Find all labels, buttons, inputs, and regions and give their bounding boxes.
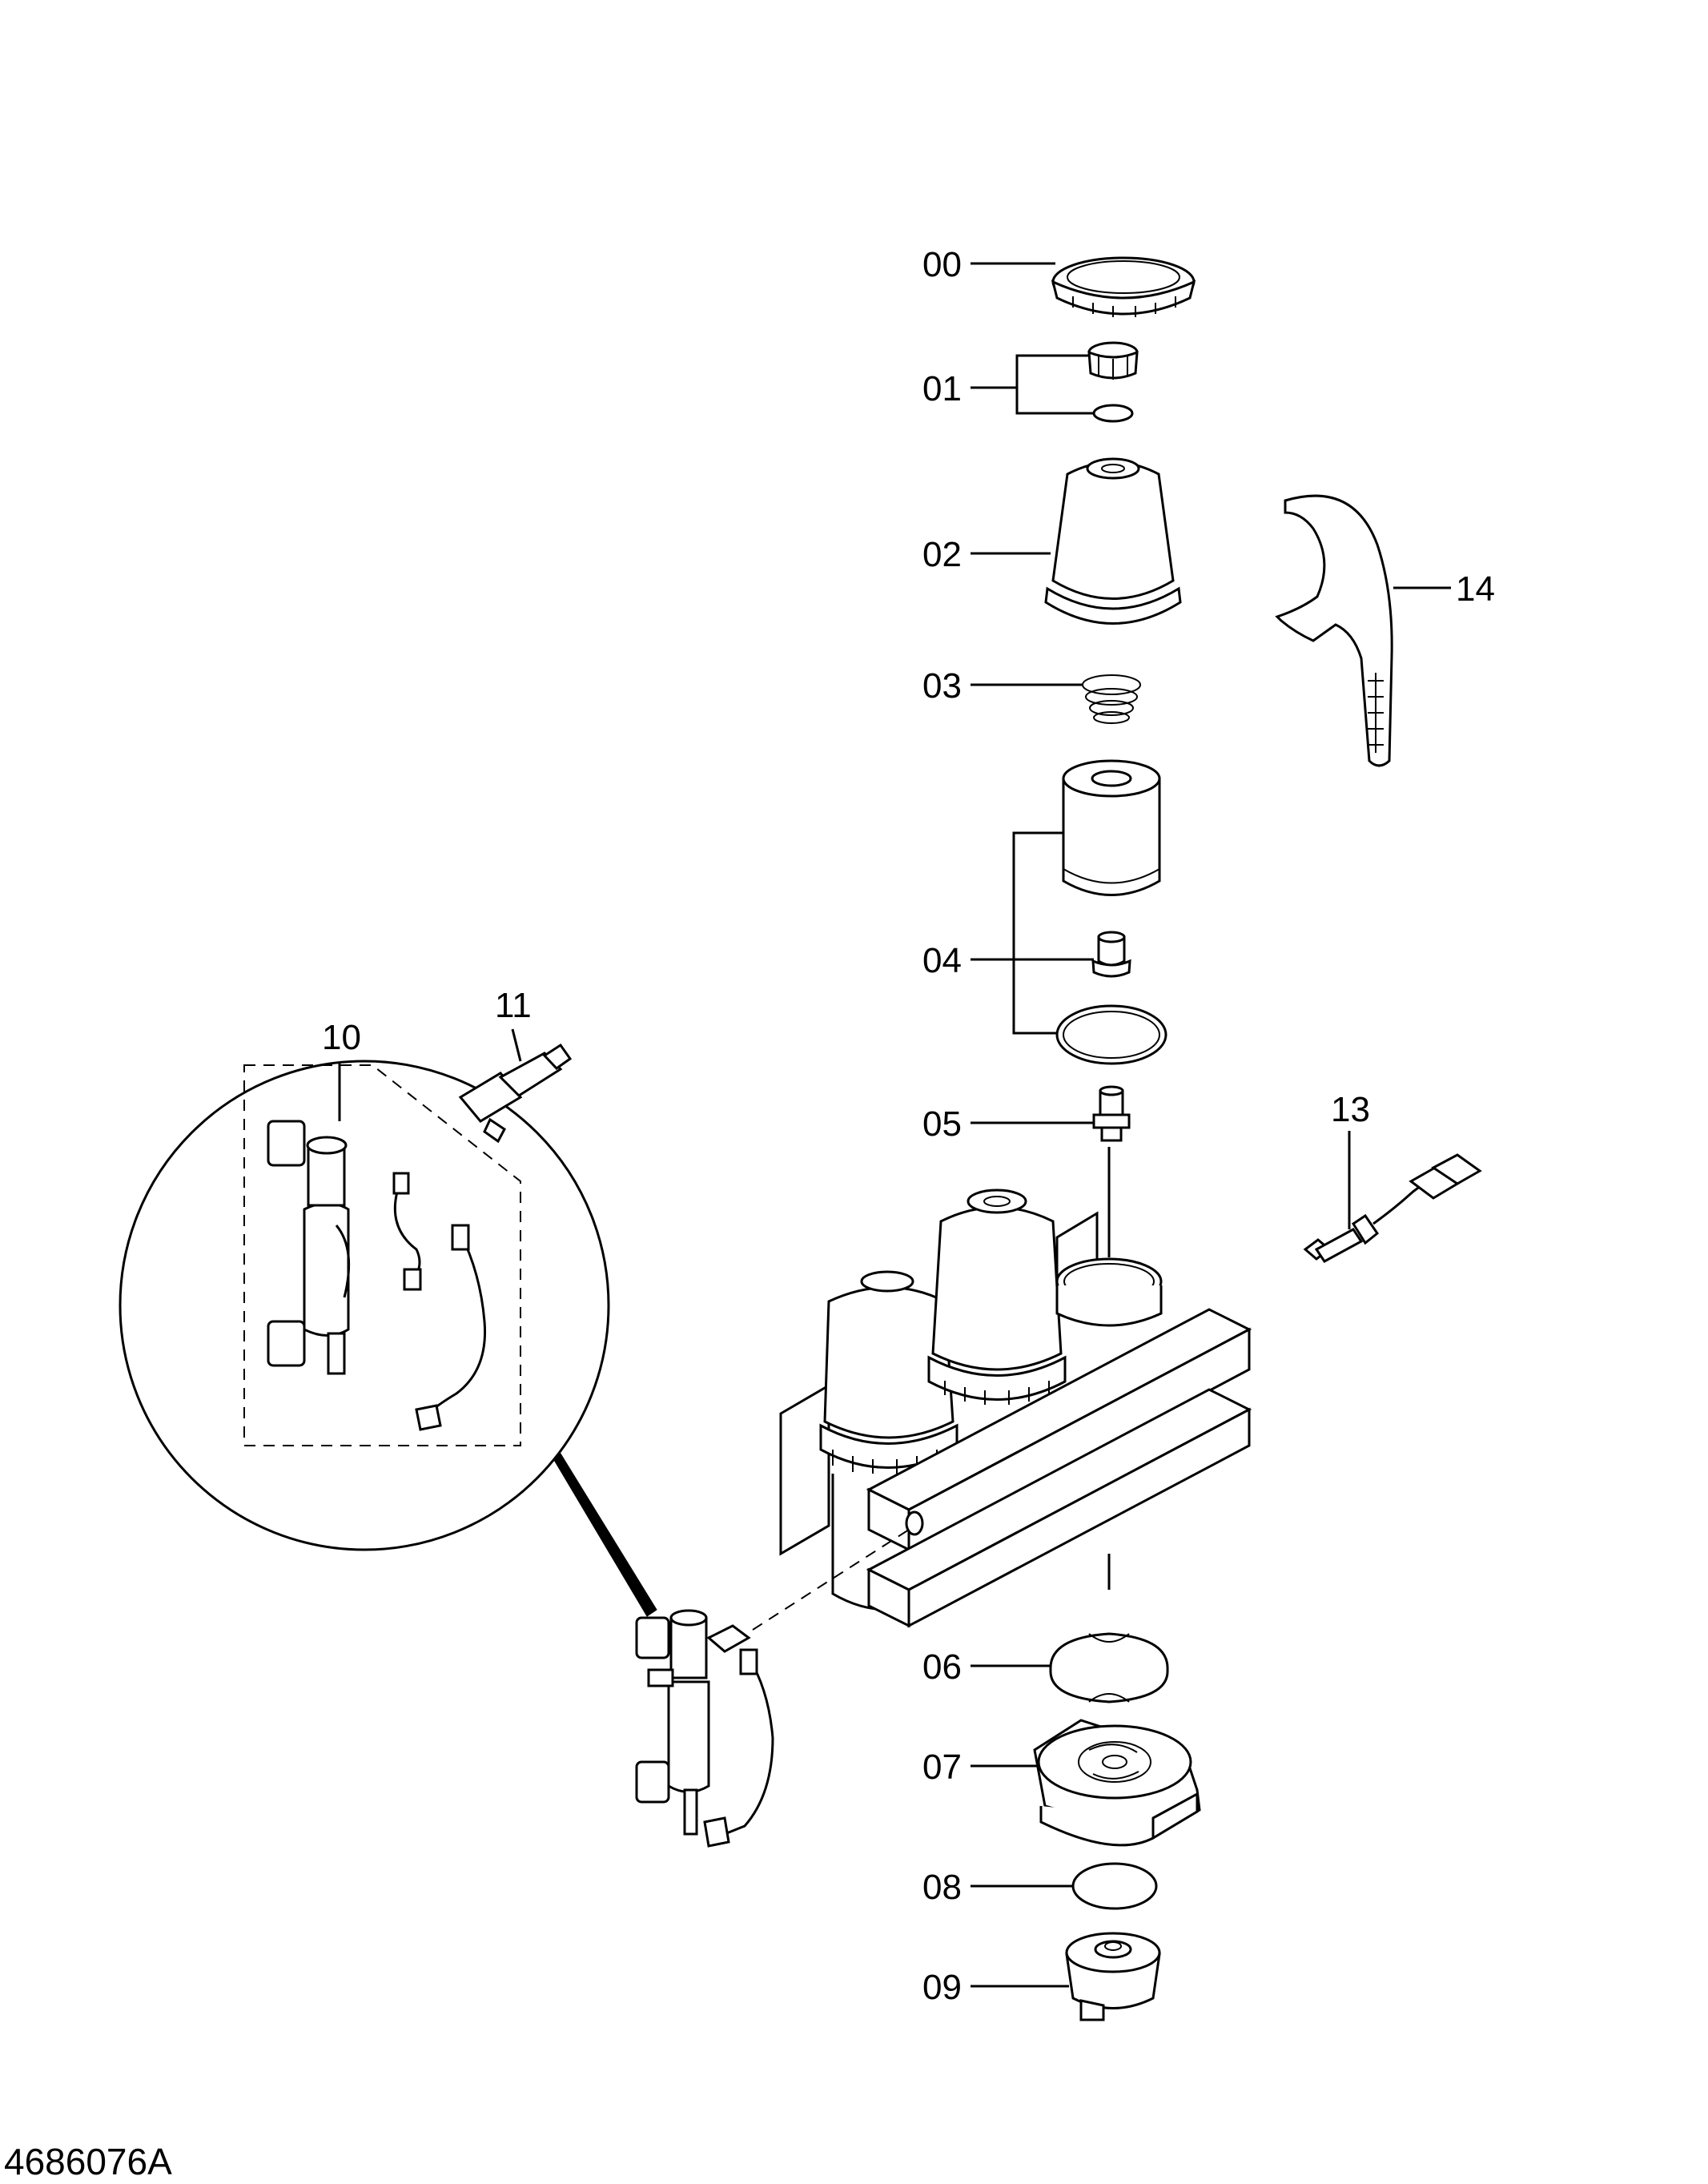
part-03-spring bbox=[1082, 674, 1141, 724]
part-05-nipple bbox=[1092, 1085, 1131, 1142]
part-10-kit-boundary bbox=[243, 1064, 521, 1446]
callout-05: 05 bbox=[922, 1104, 962, 1144]
callout-10: 10 bbox=[322, 1018, 361, 1057]
callout-01: 01 bbox=[922, 369, 962, 408]
part-06-seal bbox=[1049, 1632, 1169, 1703]
part-10-pump-kit bbox=[267, 1120, 487, 1431]
part-13-sensor bbox=[1303, 1153, 1482, 1263]
callout-06: 06 bbox=[922, 1647, 962, 1687]
figure-id: 4686076A bbox=[4, 2141, 172, 2182]
callout-08: 08 bbox=[922, 1868, 962, 1907]
callout-02: 02 bbox=[922, 535, 962, 574]
callout-04: 04 bbox=[922, 941, 962, 980]
part-00-ring-nut bbox=[1051, 256, 1196, 317]
detail-circle bbox=[119, 1043, 657, 1617]
callout-07: 07 bbox=[922, 1748, 962, 1787]
leader-lines bbox=[338, 262, 1451, 1988]
part-04-filter-element bbox=[1055, 759, 1167, 1065]
callout-03: 03 bbox=[922, 666, 962, 706]
main-filter-assembly bbox=[779, 1189, 1252, 1628]
part-08-disc bbox=[1071, 1862, 1158, 1910]
callout-11: 11 bbox=[495, 986, 532, 1025]
part-02-filter-bowl bbox=[1044, 457, 1182, 625]
pump-assembly-installed bbox=[635, 1609, 774, 1848]
callout-14: 14 bbox=[1456, 569, 1495, 609]
part-07-head bbox=[1033, 1719, 1201, 1847]
callout-13: 13 bbox=[1331, 1090, 1370, 1129]
part-01-plug-and-oring bbox=[1087, 341, 1139, 423]
callout-09: 09 bbox=[922, 1968, 962, 2007]
part-09-drain-valve bbox=[1065, 1932, 1161, 2021]
part-11-fitting bbox=[458, 1043, 573, 1144]
part-14-wrench bbox=[1275, 494, 1393, 767]
connection-line bbox=[752, 1529, 910, 1631]
callout-00: 00 bbox=[922, 245, 962, 284]
